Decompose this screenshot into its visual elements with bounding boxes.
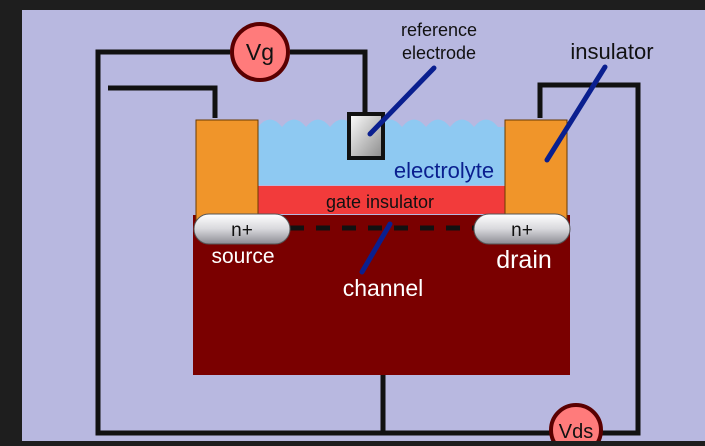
gate-insulator-layer (258, 186, 505, 214)
channel-label: channel (343, 275, 424, 301)
insulator-left (195, 119, 259, 221)
reference-label-line2: electrode (402, 43, 476, 63)
n-plus-source-region (193, 213, 291, 245)
source-label: source (211, 245, 274, 268)
insulator-right (504, 119, 568, 221)
voltmeter-icon (230, 22, 290, 82)
n-plus-drain-region (473, 213, 571, 245)
vds-label: Vds (559, 421, 593, 441)
vds-meter: Vds (549, 403, 603, 446)
insulator-label: insulator (570, 39, 653, 64)
pointer-lines (359, 64, 608, 275)
vg-label: Vg (246, 39, 274, 65)
gate-insulator-label: gate insulator (326, 192, 434, 212)
vg-meter: Vg (230, 22, 290, 82)
reference-electrode-icon (347, 112, 385, 160)
reference-label-line1: reference (401, 20, 477, 40)
n-plus-source-label: n+ (231, 220, 253, 241)
voltmeter-icon (549, 403, 603, 446)
circuit-wires (95, 49, 641, 436)
electrolyte-label: electrolyte (394, 158, 494, 183)
n-plus-drain-label: n+ (511, 220, 533, 241)
drain-label: drain (496, 246, 552, 274)
